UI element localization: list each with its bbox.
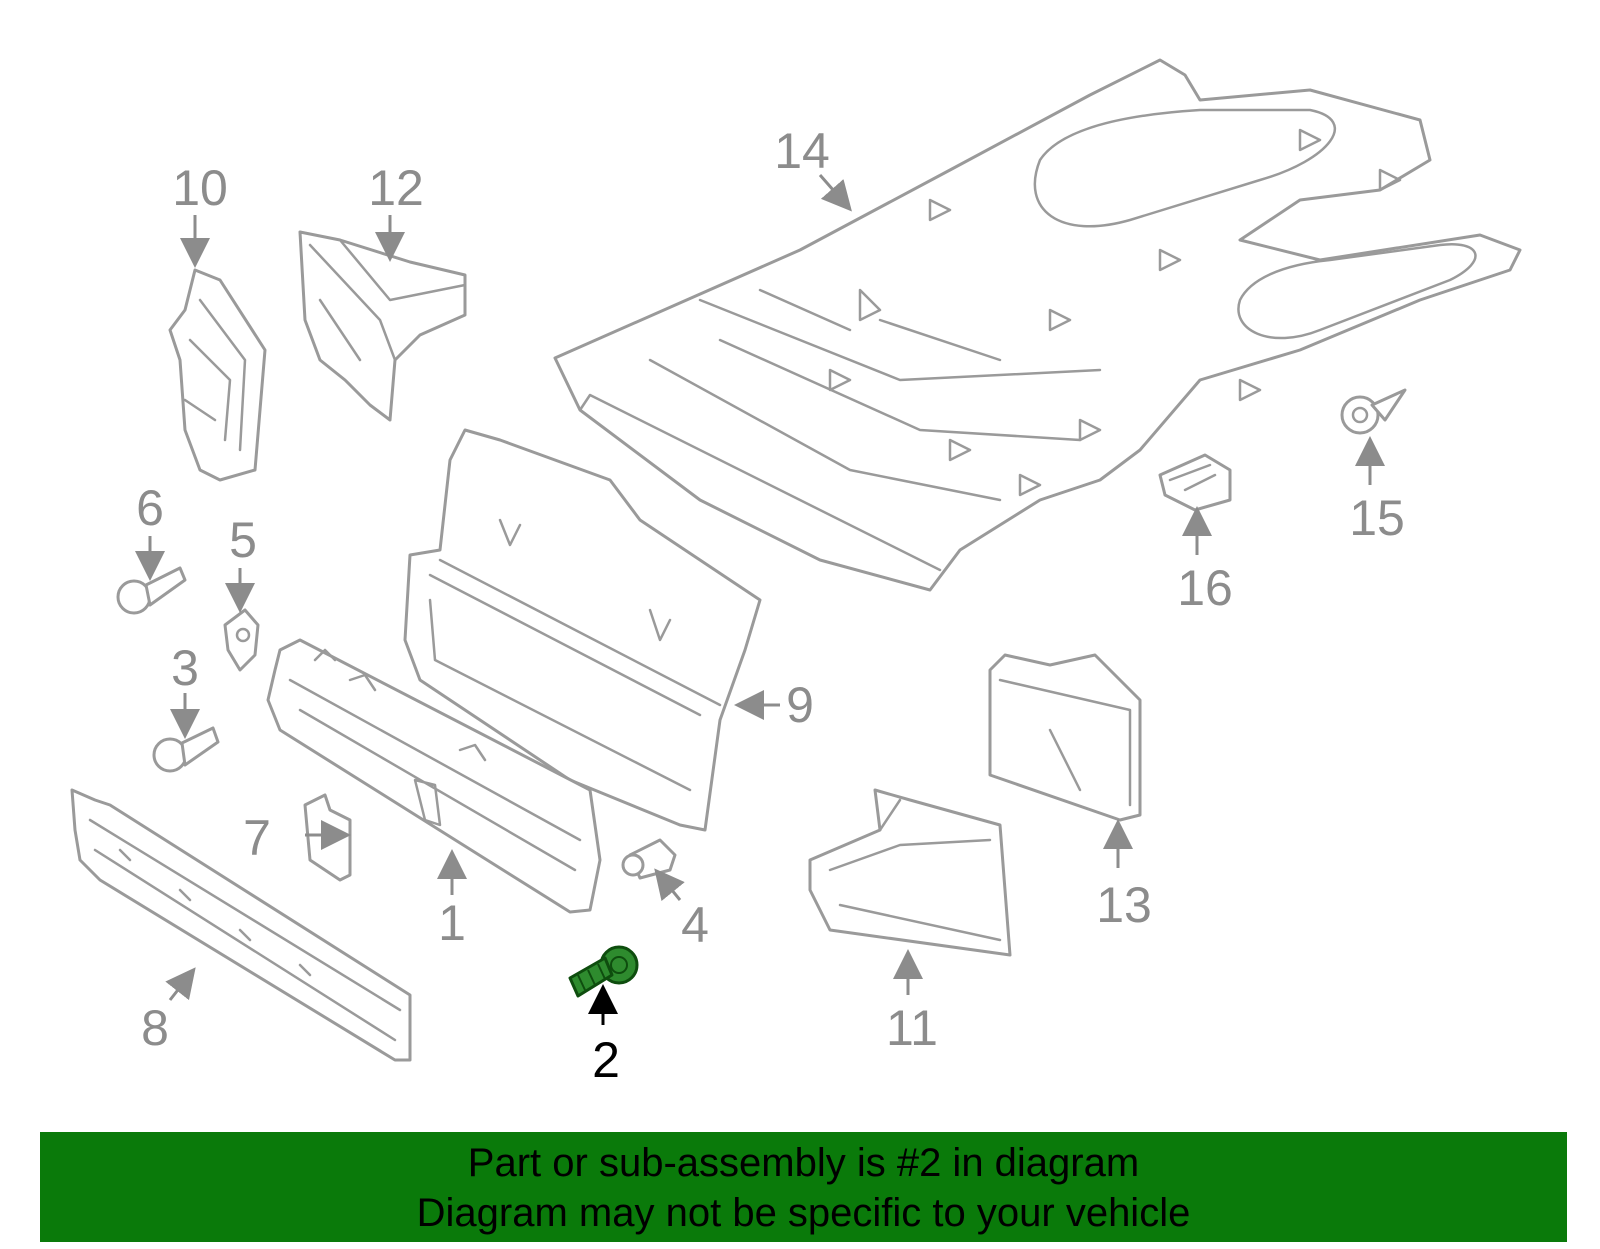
- callout-7: 7: [243, 810, 271, 866]
- part-6-bolt: [116, 566, 187, 615]
- callout-labels: 1 2 3 4 5 6 7 8 9 10 11 12 13 14 15 16: [136, 123, 1405, 1088]
- callout-15: 15: [1349, 490, 1405, 546]
- banner-line-2: Diagram may not be specific to your vehi…: [416, 1191, 1191, 1235]
- part-5-nut-clip: [223, 608, 260, 672]
- callout-11: 11: [886, 1000, 938, 1056]
- part-7-bracket: [303, 793, 352, 882]
- part-9-shutter-panel: [403, 428, 762, 832]
- callout-1: 1: [438, 895, 466, 951]
- callout-4: 4: [681, 897, 709, 953]
- part-8-lower-bar: [70, 788, 412, 1062]
- part-3-bolt: [152, 726, 220, 773]
- callout-16: 16: [1177, 560, 1233, 616]
- part-13-side-panel: [988, 653, 1142, 822]
- callout-6: 6: [136, 480, 164, 536]
- banner-line-1: Part or sub-assembly is #2 in diagram: [467, 1141, 1140, 1185]
- leader-lines: [135, 174, 1385, 1025]
- callout-10: 10: [172, 160, 228, 216]
- part-14-underbody-shield: [553, 58, 1522, 592]
- part-12-air-duct: [298, 230, 467, 422]
- part-11-lower-duct: [808, 788, 1012, 957]
- part-2-bolt-highlighted[interactable]: [568, 945, 639, 998]
- part-10-air-deflector: [168, 268, 267, 482]
- part-1-grille-frame: [266, 638, 602, 914]
- callout-5: 5: [229, 512, 257, 568]
- callout-14: 14: [774, 123, 830, 179]
- part-4-bushing: [621, 838, 677, 880]
- callout-3: 3: [171, 640, 199, 696]
- info-banner: Part or sub-assembly is #2 in diagram Di…: [40, 1132, 1567, 1242]
- part-15-push-pin: [1340, 388, 1407, 435]
- callout-8: 8: [141, 1000, 169, 1056]
- callout-12: 12: [368, 160, 424, 216]
- callout-2: 2: [592, 1032, 620, 1088]
- part-16-clip: [1158, 453, 1232, 512]
- callout-13: 13: [1096, 877, 1152, 933]
- callout-9: 9: [786, 677, 814, 733]
